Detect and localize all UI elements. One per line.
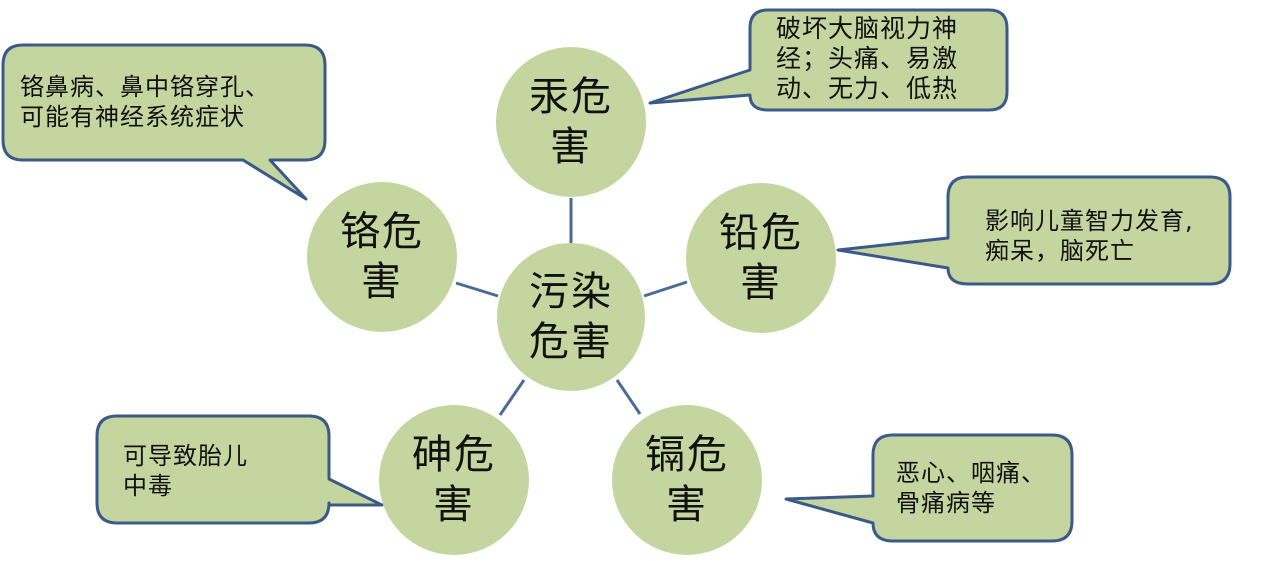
center-node-line1: 污染 [529, 269, 613, 315]
callout-bubble-arsenic [95, 414, 384, 525]
callout-bubble-chromium [1, 43, 327, 201]
mercury-node-line1: 汞危 [529, 74, 613, 120]
callout-bubble-mercury [648, 8, 1009, 112]
callout-line: 破坏大脑视力神 [776, 14, 959, 43]
connector-lead [643, 280, 688, 298]
connector-arsenic [498, 379, 526, 416]
arsenic-node-line2: 害 [433, 482, 475, 528]
connector-chromium [455, 281, 499, 298]
center-node: 污染 危害 [497, 243, 645, 391]
callout-line: 经；头痛、易激 [776, 44, 959, 73]
arsenic-node-line1: 砷危 [412, 432, 496, 478]
cadmium-node-line1: 镉危 [645, 432, 729, 478]
callout-bubble-cadmium [784, 433, 1074, 543]
callout-line: 骨痛病等 [896, 489, 996, 517]
connector-cadmium [615, 379, 642, 415]
callout-bubble-lead [836, 175, 1232, 286]
cadmium-node-line2: 害 [666, 482, 708, 528]
center-node-line2: 危害 [529, 319, 613, 365]
cadmium-node: 镉危 害 [612, 405, 762, 555]
arsenic-node-circle [379, 405, 529, 555]
lead-node: 铅危 害 [686, 183, 836, 333]
callout-line: 中毒 [123, 472, 173, 500]
callout-line: 影响儿童智力发育, [985, 207, 1194, 235]
callout-line: 恶心、咽痛、 [896, 459, 1046, 487]
chromium-node: 铬危 害 [307, 182, 457, 332]
callout-line: 痴呆，脑死亡 [985, 237, 1135, 265]
chromium-node-line1: 铬危 [340, 209, 424, 255]
cadmium-node-circle [612, 405, 762, 555]
center-node-circle [497, 243, 645, 391]
chromium-node-circle [307, 182, 457, 332]
mercury-node-circle [496, 47, 646, 197]
lead-node-circle [686, 183, 836, 333]
chromium-node-line2: 害 [361, 259, 403, 305]
connectors [455, 198, 688, 416]
arsenic-node: 砷危 害 [379, 405, 529, 555]
mercury-node: 汞危 害 [496, 47, 646, 197]
callout-line: 可导致胎儿 [123, 442, 248, 470]
lead-node-line2: 害 [740, 260, 782, 306]
callout-text-arsenic: 可导致胎儿 中毒 [123, 441, 248, 501]
mercury-node-line2: 害 [550, 124, 592, 170]
callout-text-lead: 影响儿童智力发育, 痴呆，脑死亡 [985, 206, 1194, 266]
callout-line: 铬鼻病、鼻中铬穿孔、 [20, 73, 270, 101]
callout-text-mercury: 破坏大脑视力神 经；头痛、易激 动、无力、低热 [776, 14, 958, 104]
callout-line: 动、无力、低热 [776, 74, 959, 103]
hazard-nodes [307, 47, 836, 555]
lead-node-line1: 铅危 [719, 210, 803, 256]
callout-line: 可能有神经系统症状 [20, 103, 245, 131]
callout-text-cadmium: 恶心、咽痛、 骨痛病等 [896, 458, 1046, 518]
callout-text-chromium: 铬鼻病、鼻中铬穿孔、 可能有神经系统症状 [20, 72, 270, 132]
